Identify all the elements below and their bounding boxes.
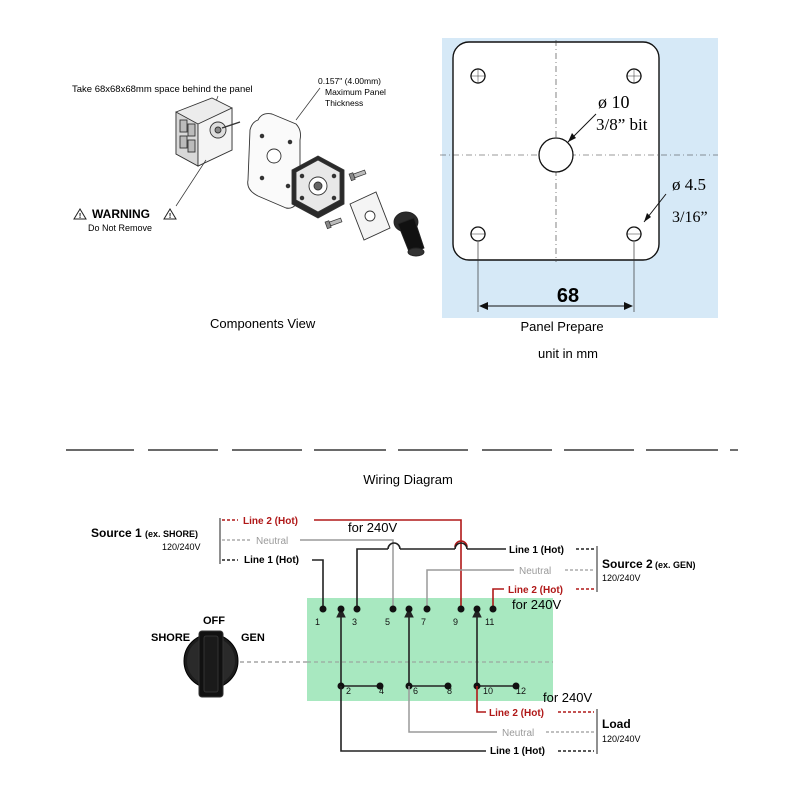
terminal-12: 12 (516, 686, 526, 696)
selector-knob: SHORE OFF GEN (151, 615, 265, 698)
load-line2-label: Line 2 (Hot) (489, 708, 544, 719)
panel-prepare-drawing: ø 10 3/8” bit ø 4.5 3/16” 68 Panel Prepa… (440, 38, 718, 361)
space-note: Take 68x68x68mm space behind the panel (72, 84, 253, 95)
source1-line1-label: Line 1 (Hot) (244, 555, 299, 566)
wiring-diagram: Wiring Diagram Source 1 (ex. SHORE) 120/… (91, 472, 696, 757)
terminal-3: 3 (352, 617, 357, 627)
panel-plate-illustration (247, 113, 301, 209)
mounting-block-illustration (291, 155, 345, 219)
center-hole-bit: 3/8” bit (596, 115, 648, 134)
cover-plate-illustration (349, 191, 391, 241)
source2-example: (ex. GEN) (655, 560, 696, 570)
center-hole (538, 137, 574, 173)
load-neutral-label: Neutral (502, 728, 534, 739)
load-name: Load (602, 717, 631, 731)
terminal-1: 1 (315, 617, 320, 627)
panel-unit: unit in mm (538, 346, 598, 361)
for240-load: for 240V (543, 690, 592, 705)
source2-line1-label: Line 1 (Hot) (509, 545, 564, 556)
warning-subtitle: Do Not Remove (88, 223, 152, 233)
corner-hole-diameter: ø 4.5 (672, 175, 706, 194)
screw-illustrations (324, 169, 367, 230)
knob-illustration (393, 211, 425, 257)
components-caption: Components View (210, 316, 316, 331)
switch-label-off: OFF (203, 615, 225, 627)
terminal-7: 7 (421, 617, 426, 627)
panel-caption: Panel Prepare (520, 319, 603, 334)
terminal-6: 6 (413, 686, 418, 696)
panel-dimension: 68 (557, 285, 579, 307)
source2-name: Source 2 (602, 557, 653, 571)
center-hole-diameter: ø 10 (598, 92, 630, 112)
svg-text:!: ! (169, 213, 171, 220)
source2-voltage: 120/240V (602, 573, 641, 583)
source1-neutral-label: Neutral (256, 536, 288, 547)
components-view: Take 68x68x68mm space behind the panel 0… (72, 76, 425, 331)
for240-source1: for 240V (348, 520, 397, 535)
source1-name: Source 1 (91, 526, 142, 540)
svg-text:!: ! (79, 213, 81, 220)
switch-label-gen: GEN (241, 632, 265, 644)
source1-line2-label: Line 2 (Hot) (243, 516, 298, 527)
warning-label: ! ! WARNING Do Not Remove (73, 159, 207, 233)
terminal-11: 11 (485, 617, 494, 627)
terminal-2: 2 (346, 686, 351, 696)
switch-label-shore: SHORE (151, 632, 190, 644)
source1-example: (ex. SHORE) (145, 529, 198, 539)
source1-voltage: 120/240V (162, 542, 201, 552)
source2-line2-label: Line 2 (Hot) (508, 585, 563, 596)
switch-body-illustration (175, 97, 241, 167)
thickness-line2: Maximum Panel (325, 87, 386, 97)
switch-contact-block (307, 598, 553, 701)
load-voltage: 120/240V (602, 734, 641, 744)
for240-source2: for 240V (512, 597, 561, 612)
warning-title: WARNING (92, 207, 150, 221)
load-line1-label: Line 1 (Hot) (490, 746, 545, 757)
terminal-10: 10 (483, 686, 493, 696)
wiring-title: Wiring Diagram (363, 472, 453, 487)
terminal-4: 4 (379, 686, 384, 696)
source2-neutral-label: Neutral (519, 566, 551, 577)
thickness-line3: Thickness (325, 98, 363, 108)
corner-hole-bit: 3/16” (672, 209, 708, 226)
terminal-5: 5 (385, 617, 390, 627)
terminal-8: 8 (447, 686, 452, 696)
terminal-9: 9 (453, 617, 458, 627)
thickness-line1: 0.157" (4.00mm) (318, 76, 381, 86)
